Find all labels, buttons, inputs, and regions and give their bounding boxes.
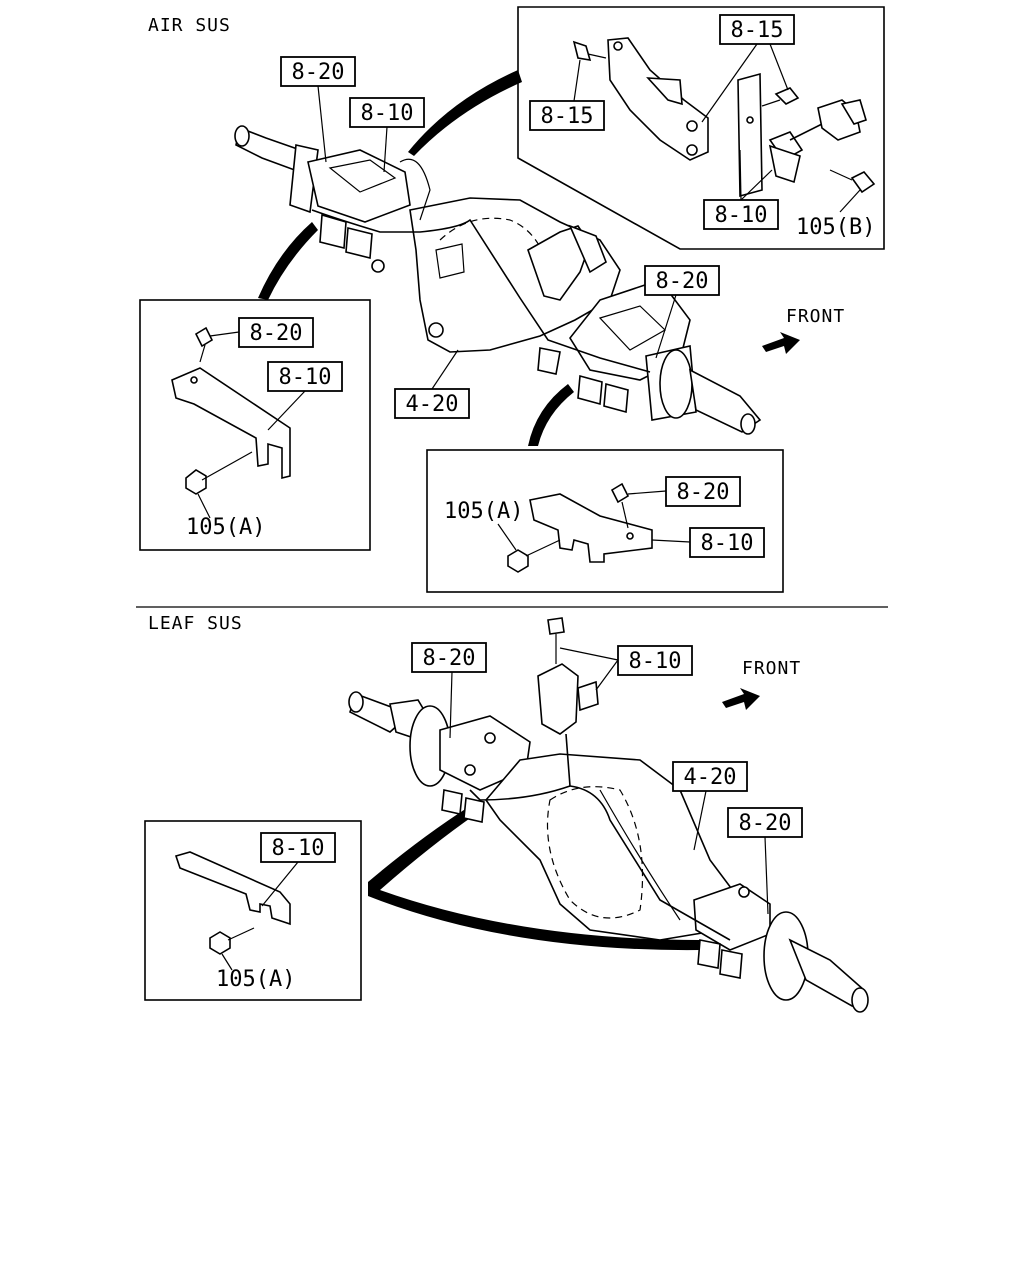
air-sus-axle-assembly xyxy=(234,125,762,435)
label-leaf-8-20-left: 8-20 xyxy=(423,646,476,671)
callout-leaf-4-20: 4-20 xyxy=(672,761,748,851)
label-leaf-inset-8-10: 8-10 xyxy=(272,836,325,861)
inset-air-bottom: 8-20 8-10 105(A) xyxy=(426,449,784,593)
leaf-sus-axle-assembly xyxy=(348,617,869,1013)
label-leaf-4-20: 4-20 xyxy=(684,765,737,790)
label-inset-air-top-8-15-top: 8-15 xyxy=(731,18,784,43)
front-label-air: FRONT xyxy=(786,306,845,327)
callout-leaf-8-20-right: 8-20 xyxy=(727,807,803,915)
callout-air-4-20: 4-20 xyxy=(394,349,470,419)
pointer-arc-top xyxy=(408,70,522,156)
callout-air-8-20-left: 8-20 xyxy=(280,56,356,163)
label-leaf-8-10: 8-10 xyxy=(629,649,682,674)
section-title-leaf-sus: LEAF SUS xyxy=(148,613,243,634)
label-inset-air-top-8-15-left: 8-15 xyxy=(541,104,594,129)
pointer-arc-bottom xyxy=(528,384,574,446)
label-inset-air-top-8-10: 8-10 xyxy=(715,203,768,228)
label-leaf-8-20-right: 8-20 xyxy=(739,811,792,836)
front-label-leaf: FRONT xyxy=(742,658,801,679)
label-leaf-inset-105a: 105(A) xyxy=(216,967,295,992)
label-inset-air-bottom-105a: 105(A) xyxy=(444,499,523,524)
front-arrow-air-icon xyxy=(762,332,800,354)
label-inset-air-left-105a: 105(A) xyxy=(186,515,265,540)
label-inset-air-top-105b: 105(B) xyxy=(796,215,875,240)
label-inset-air-left-8-20: 8-20 xyxy=(250,321,303,346)
callout-leaf-8-20-left: 8-20 xyxy=(411,642,487,739)
pointer-arc-left xyxy=(258,222,318,300)
inset-leaf: 8-10 105(A) xyxy=(144,820,362,1001)
callout-air-8-10: 8-10 xyxy=(349,97,425,173)
inset-air-top: 8-15 8-15 8-10 105(B) xyxy=(517,6,885,250)
label-air-8-20-left: 8-20 xyxy=(292,60,345,85)
inset-air-left: 8-20 8-10 105(A) xyxy=(139,299,371,551)
label-inset-air-bottom-8-20: 8-20 xyxy=(677,480,730,505)
label-air-4-20: 4-20 xyxy=(406,392,459,417)
label-air-8-10: 8-10 xyxy=(361,101,414,126)
callout-leaf-8-10: 8-10 xyxy=(559,645,693,691)
label-air-8-20-right: 8-20 xyxy=(656,269,709,294)
front-arrow-leaf-icon xyxy=(722,688,760,710)
label-inset-air-bottom-8-10: 8-10 xyxy=(701,531,754,556)
pointer-arc-leaf xyxy=(368,806,700,951)
label-inset-air-left-8-10: 8-10 xyxy=(279,365,332,390)
callout-air-8-20-right: 8-20 xyxy=(644,265,720,359)
section-title-air-sus: AIR SUS xyxy=(148,15,231,36)
